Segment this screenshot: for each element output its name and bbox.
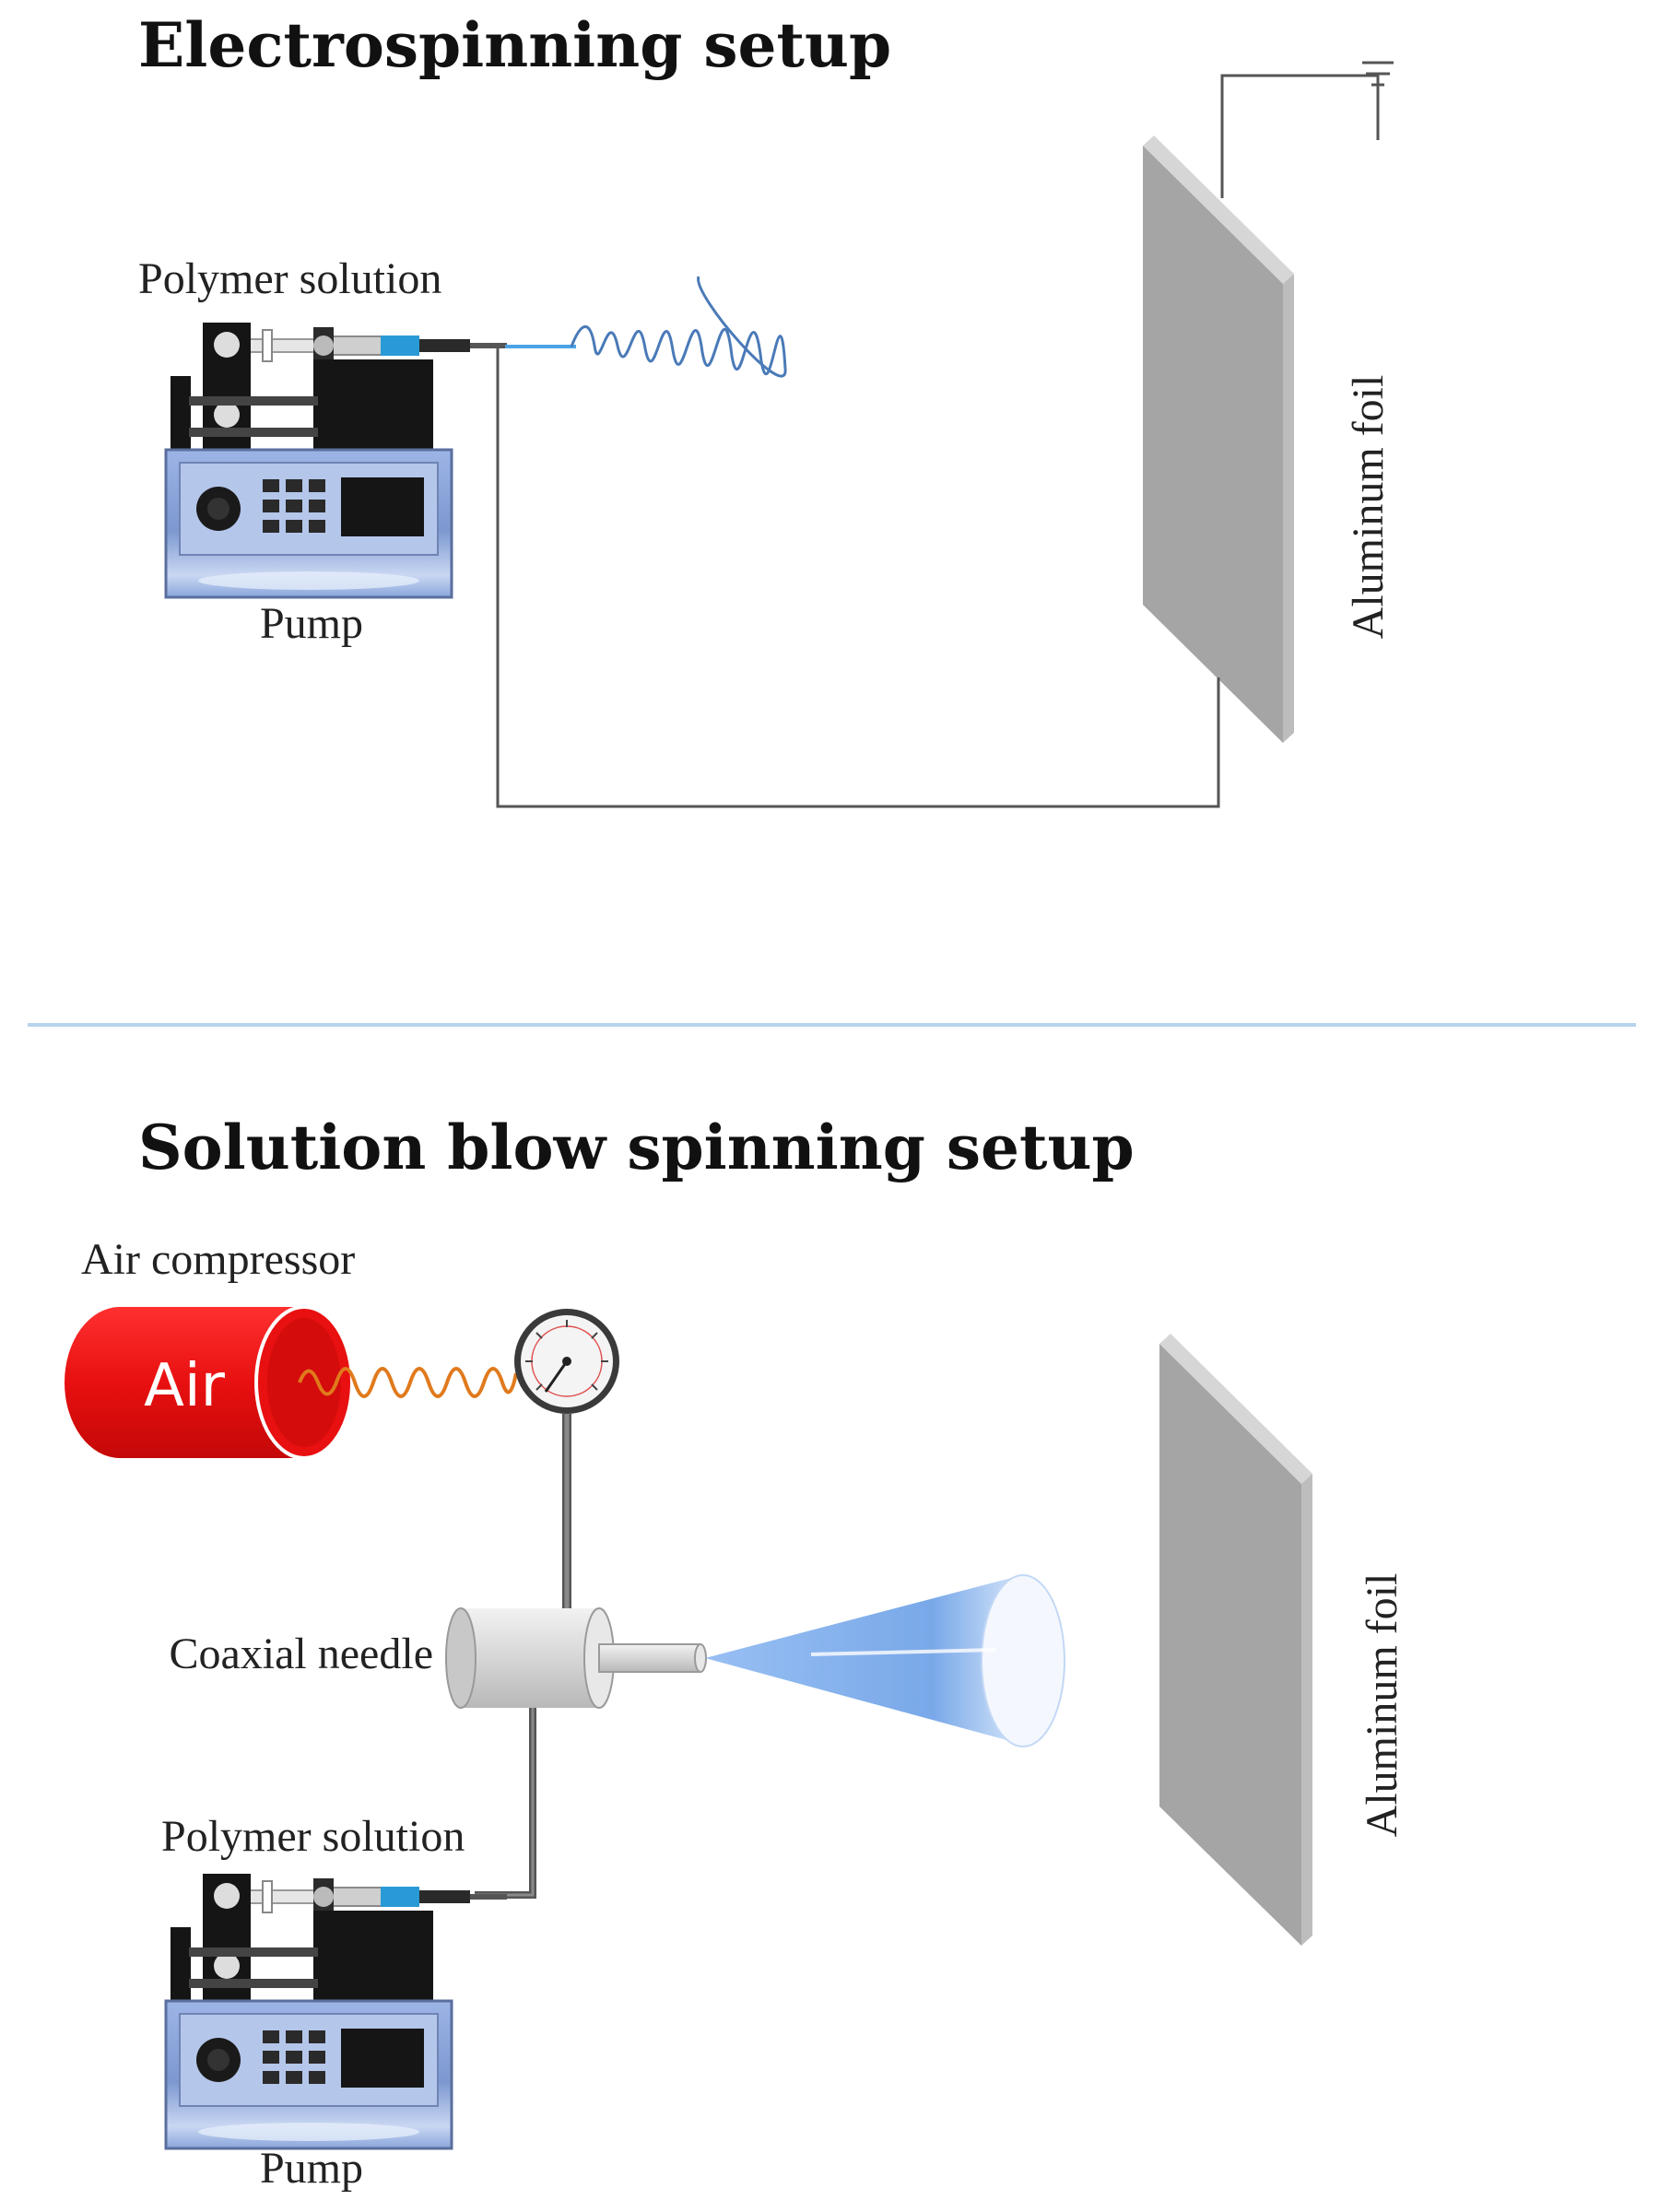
pump-label: Pump bbox=[260, 599, 363, 648]
pressure-gauge-icon bbox=[514, 1309, 619, 1414]
spray-cone-icon bbox=[705, 1574, 1065, 1747]
solution-blow-title: Solution blow spinning setup bbox=[138, 1112, 1135, 1183]
pump-label-2: Pump bbox=[260, 2144, 363, 2193]
compressor-label: Air compressor bbox=[81, 1235, 355, 1284]
air-tank-label: Air bbox=[144, 1352, 226, 1420]
needle-label: Coaxial needle bbox=[169, 1630, 433, 1678]
solution-pipe bbox=[475, 1700, 536, 1899]
high-voltage-wire bbox=[496, 348, 1220, 808]
electrospinning-title: Electrospinning setup bbox=[138, 9, 891, 81]
syringe-label-2: Polymer solution bbox=[161, 1812, 465, 1861]
syringe-pump-icon-2 bbox=[164, 1872, 509, 2150]
syringe-label: Polymer solution bbox=[138, 254, 441, 303]
coaxial-needle-icon bbox=[445, 1607, 707, 1709]
collector-label: Aluminum foil bbox=[1344, 375, 1393, 640]
air-tank-icon bbox=[65, 1305, 354, 1460]
air-coil-icon bbox=[298, 1367, 518, 1398]
ground-icon bbox=[1220, 61, 1394, 198]
fiber-spiral-icon bbox=[570, 276, 787, 378]
aluminum-foil-collector-2 bbox=[1159, 1334, 1312, 1946]
syringe-pump-icon bbox=[164, 321, 509, 599]
aluminum-foil-collector bbox=[1143, 135, 1294, 743]
collector-label-2: Aluminum foil bbox=[1358, 1573, 1406, 1838]
